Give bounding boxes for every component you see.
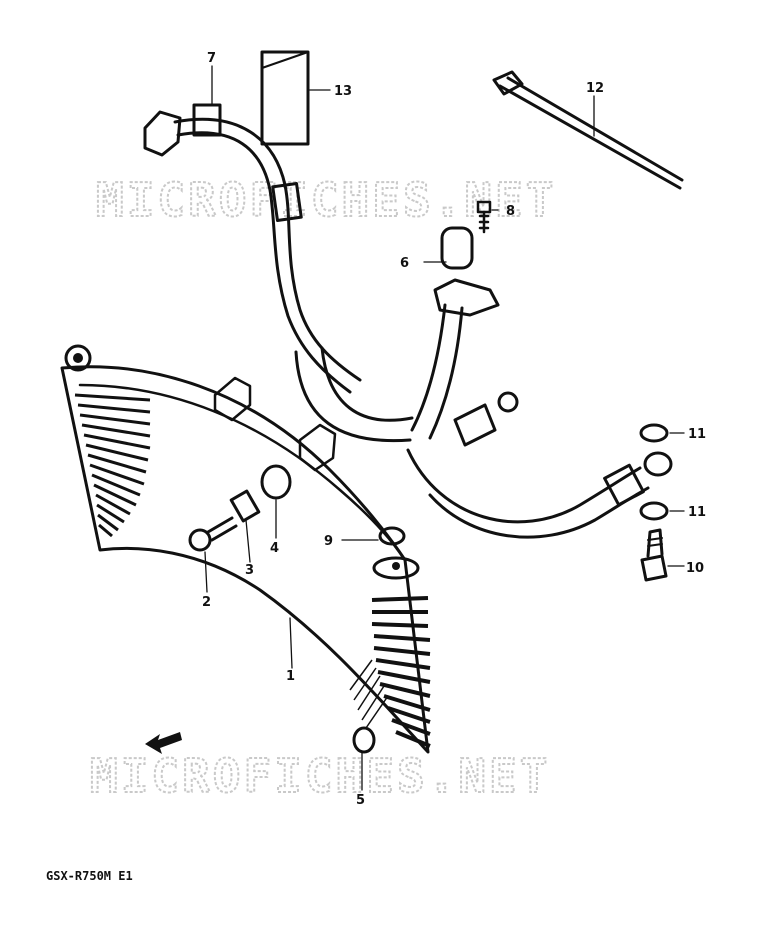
union-bolt-10: [640, 528, 668, 582]
hose-clamp-strap: [492, 70, 684, 190]
callout-7: 7: [207, 51, 216, 66]
callout-12: 12: [586, 81, 604, 96]
model-code: GSX-R750M E1: [46, 869, 133, 883]
clip-5: [352, 726, 376, 754]
collar-3: [229, 489, 261, 523]
oil-hose-assembly: [143, 50, 673, 539]
mount-bolt-2: [188, 516, 238, 552]
callout-5: 5: [356, 793, 365, 808]
callout-2: 2: [202, 595, 211, 610]
grommet-4: [260, 464, 292, 500]
callout-3: 3: [245, 563, 254, 578]
callout-11-top: 11: [688, 427, 706, 442]
leader-lines: [204, 65, 685, 791]
callout-13: 13: [334, 84, 352, 99]
oil-cooler-core: [60, 344, 431, 754]
callout-6: 6: [400, 256, 409, 271]
callout-10: 10: [686, 561, 704, 576]
callout-1: 1: [286, 669, 295, 684]
callout-4: 4: [270, 541, 279, 556]
callout-labels: 1 2 3 4 5 6 7 8 9 10 11 11 12 13: [202, 51, 706, 808]
callout-11-bottom: 11: [688, 505, 706, 520]
watermark-bottom: MICROFICHES.NET: [90, 749, 550, 803]
callout-9: 9: [324, 534, 333, 549]
watermark-top: MICROFICHES.NET: [96, 173, 556, 227]
washer-11-bottom: [639, 501, 669, 521]
o-ring-9: [378, 526, 406, 546]
washer-11-top: [639, 423, 669, 443]
bolt-8: [476, 200, 492, 234]
callout-8: 8: [506, 204, 515, 219]
forward-arrow-icon: [145, 732, 182, 754]
